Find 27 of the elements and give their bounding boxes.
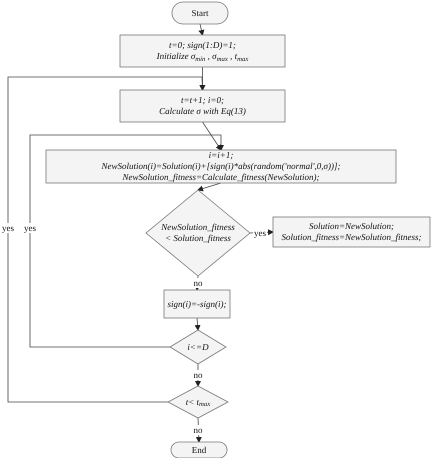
node-text: Solution=NewSolution;	[308, 221, 394, 232]
node-text: t=0; sign(1:D)=1;	[169, 40, 236, 51]
node-text: t=t+1; i=0;	[181, 95, 224, 106]
node-text: sign(i)=-sign(i);	[167, 298, 227, 310]
node-text: i<=D	[187, 342, 209, 352]
edge-label: yes	[23, 223, 37, 233]
arrow	[194, 318, 201, 331]
node-text: Initialize σ$_{min}$ , σ$_{max}$ , t$_{max}$	[156, 51, 248, 62]
node-text: End	[192, 444, 206, 456]
node-text: NewSolution_fitness < Solution_fitness	[160, 222, 236, 244]
arrow	[198, 24, 204, 36]
arrow	[8, 76, 206, 402]
node-text: Solution_fitness=NewSolution_fitness;	[281, 232, 422, 243]
node-text: i=i+1;	[208, 150, 234, 161]
node-text: NewSolution_fitness=Calculate_fitness(NewSolution);	[122, 172, 320, 183]
arrow	[202, 122, 222, 151]
arrow	[195, 364, 201, 387]
edge-label: no	[192, 278, 204, 288]
node-text: Calculate σ with Eq(13)	[159, 106, 246, 117]
arrow	[197, 182, 222, 192]
edge-label: no	[192, 370, 204, 380]
arrow	[30, 134, 224, 348]
node-text: t< t$_{max}$	[186, 396, 210, 408]
edge-label: yes	[1, 223, 15, 233]
node-text: Start	[192, 8, 208, 18]
edge-label: no	[192, 425, 204, 435]
node-text: NewSolution(i)=Solution(i)+[sign(i)*abs(random('normal',0,σ))];	[102, 161, 340, 172]
